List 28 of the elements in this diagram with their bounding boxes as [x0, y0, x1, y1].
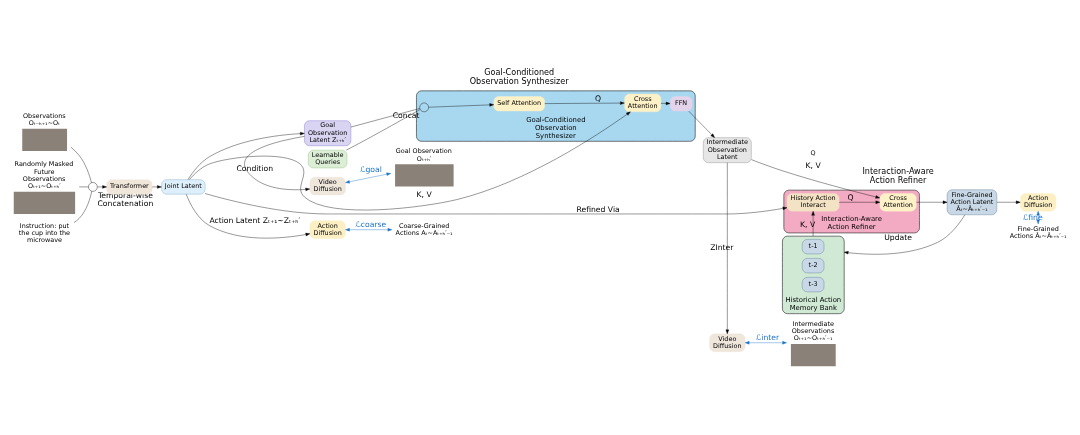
arrow — [751, 159, 880, 199]
arrow — [428, 103, 494, 108]
arrow — [345, 228, 393, 232]
arrow — [189, 111, 631, 211]
arrow — [839, 200, 881, 204]
arrow — [811, 211, 815, 237]
arrow — [97, 185, 107, 189]
connector — [346, 109, 421, 151]
arrow — [916, 200, 948, 204]
arrow — [660, 101, 671, 106]
arrow — [544, 101, 625, 105]
arrow — [244, 136, 310, 191]
arrow — [744, 341, 787, 345]
arrow — [204, 193, 788, 215]
arrow — [187, 132, 305, 180]
arrow — [996, 200, 1021, 204]
node-circle — [419, 102, 429, 113]
arrow — [186, 194, 311, 239]
arrow — [725, 162, 729, 335]
arrow — [345, 172, 391, 184]
node-box — [22, 128, 68, 151]
node-box — [395, 164, 454, 187]
arrow — [688, 110, 715, 138]
arrow — [152, 185, 162, 189]
arrow — [844, 214, 966, 255]
node-circle — [88, 182, 98, 192]
node-box — [13, 191, 76, 214]
node-box — [790, 343, 836, 367]
